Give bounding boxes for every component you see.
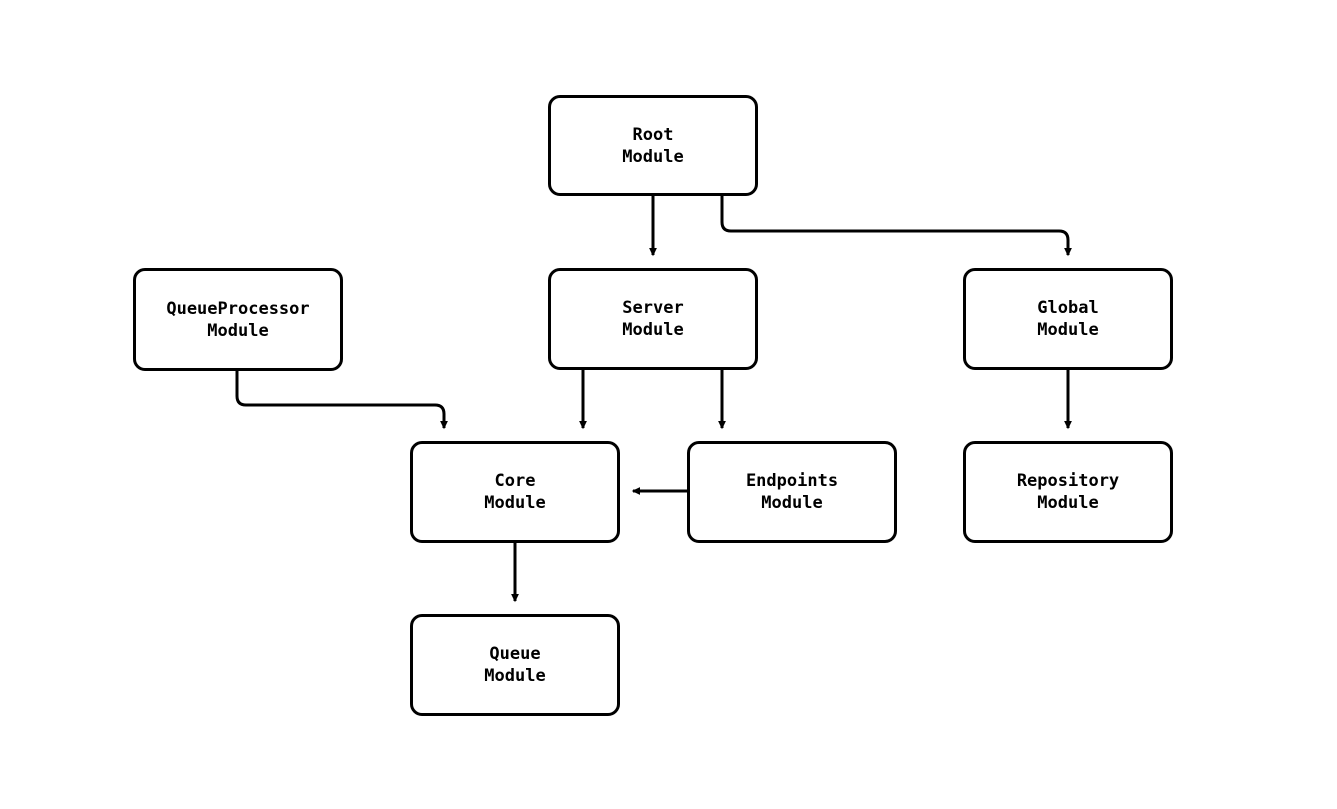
- node-root-module-line2: Module: [622, 146, 684, 167]
- node-root-module[interactable]: Root Module: [548, 95, 758, 196]
- node-queue-module-line2: Module: [484, 666, 546, 686]
- node-global-module[interactable]: Global Module: [963, 268, 1173, 370]
- node-core-module-line2: Module: [484, 493, 546, 513]
- edge-root-to-global: [720, 196, 1072, 257]
- node-queueprocessor-module[interactable]: QueueProcessor Module: [133, 268, 343, 371]
- node-queue-module-line1: Queue: [489, 644, 541, 664]
- node-endpoints-module[interactable]: Endpoints Module: [687, 441, 897, 543]
- node-server-module-line2: Module: [622, 320, 684, 340]
- node-queueprocessor-module-line1: QueueProcessor: [166, 298, 310, 319]
- node-repository-module[interactable]: Repository Module: [963, 441, 1173, 543]
- node-repository-module-line2: Module: [1037, 493, 1099, 513]
- node-server-module[interactable]: Server Module: [548, 268, 758, 370]
- edge-queueprocessor-to-core: [235, 371, 448, 430]
- node-core-module-line1: Core: [494, 471, 536, 491]
- node-endpoints-module-line1: Endpoints: [745, 471, 839, 491]
- node-queueprocessor-module-line2: Module: [207, 320, 269, 341]
- node-global-module-line1: Global: [1037, 298, 1099, 318]
- node-repository-module-line1: Repository: [1016, 471, 1120, 491]
- node-root-module-line1: Root: [632, 124, 674, 145]
- node-global-module-line2: Module: [1037, 320, 1099, 340]
- node-core-module[interactable]: Core Module: [410, 441, 620, 543]
- node-server-module-line1: Server: [622, 298, 684, 318]
- node-endpoints-module-line2: Module: [761, 493, 823, 513]
- node-queue-module[interactable]: Queue Module: [410, 614, 620, 716]
